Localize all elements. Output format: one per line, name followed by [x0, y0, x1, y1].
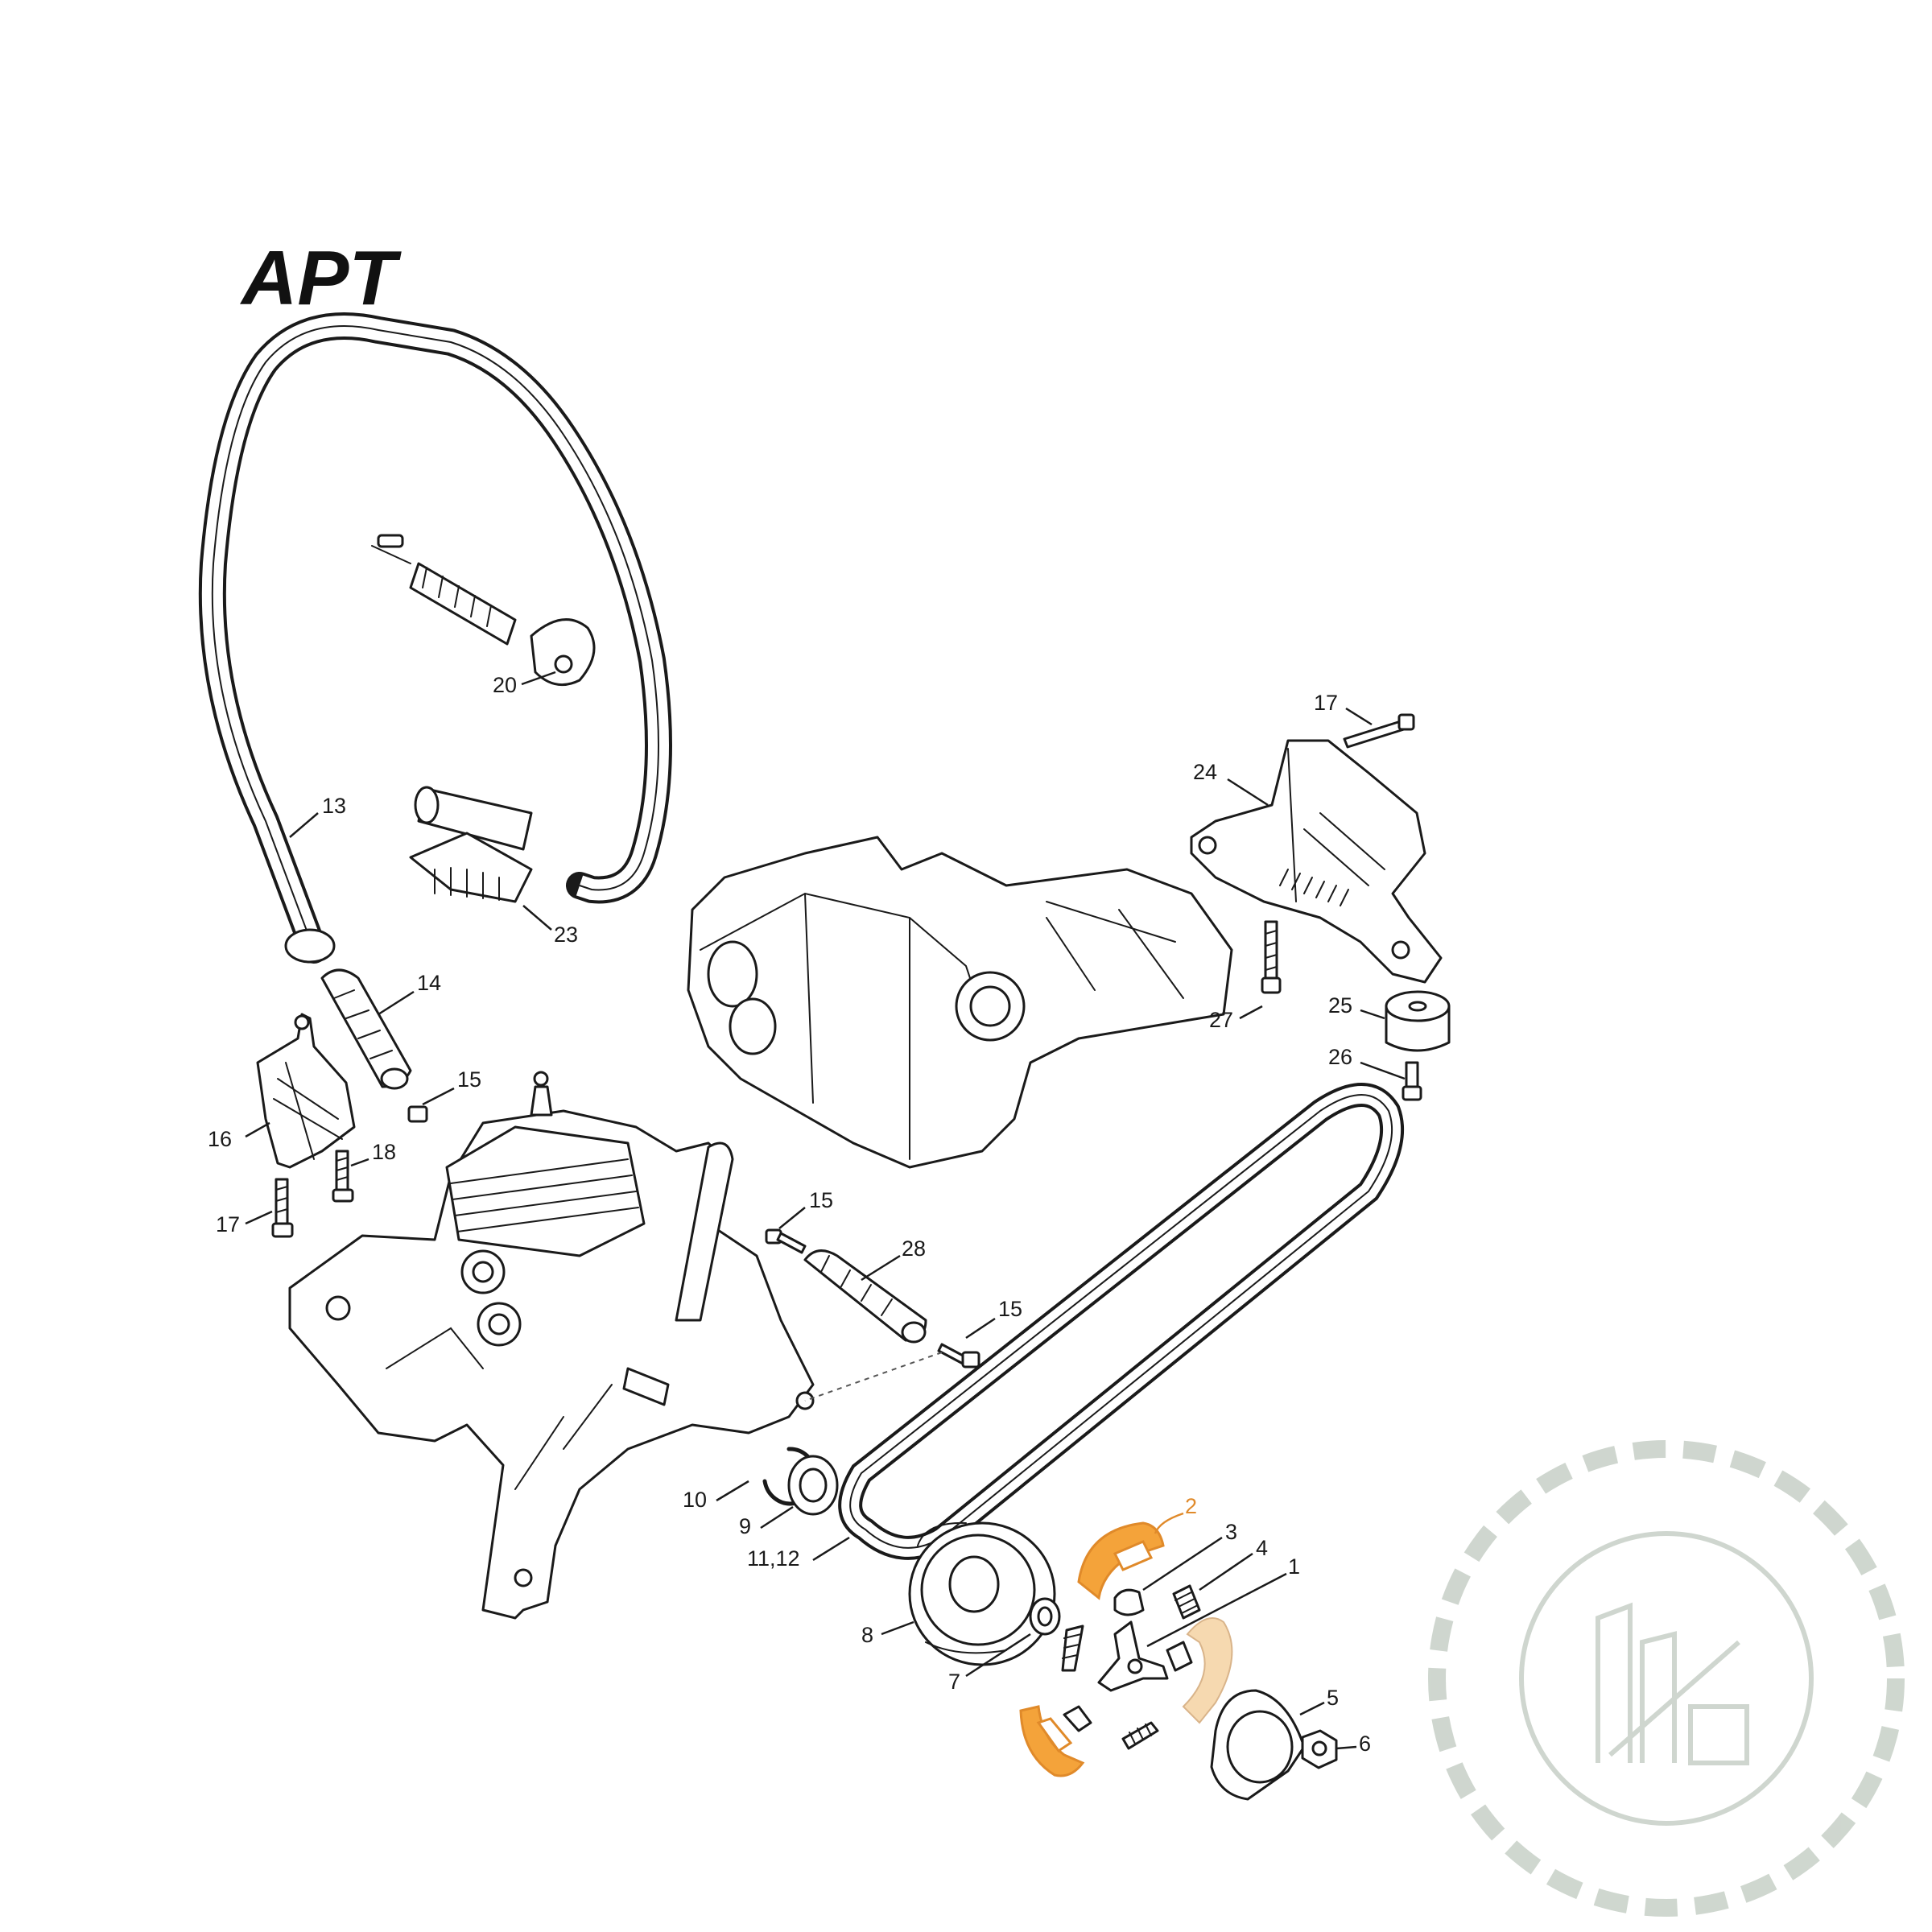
hex-nut-6: 6 — [1301, 1729, 1371, 1769]
gear-logo-icon — [1428, 1440, 1905, 1917]
v-belt — [838, 1083, 1405, 1560]
bearing-support-24: 24 — [1190, 739, 1443, 984]
callout-28: 28 — [902, 1236, 926, 1261]
screw-17-left: 17 — [216, 1178, 294, 1238]
callout-6: 6 — [1359, 1732, 1371, 1756]
clutch-shoe-2-lower — [1019, 1705, 1085, 1777]
annular-buffer-28: 28 — [803, 1236, 927, 1344]
screw-27: 27 — [1209, 920, 1282, 1032]
clutch-shoe-2-upper: 2 — [1077, 1494, 1197, 1600]
tension-spring-4: 4 — [1172, 1536, 1268, 1620]
slider-right — [1166, 1641, 1193, 1672]
callout-27: 27 — [1209, 1008, 1233, 1032]
slider-lower — [1063, 1705, 1092, 1732]
ball-bearing-9: 9 — [739, 1455, 839, 1538]
clutch-drum-pulley-8: 8 — [861, 1521, 1056, 1666]
screw-15-upper: 15 — [407, 1067, 481, 1123]
clutch-shoe-2-right — [1182, 1617, 1233, 1724]
callout-5: 5 — [1327, 1686, 1339, 1710]
needle-cage-7: 7 — [948, 1597, 1061, 1694]
screw-26: 26 — [1328, 1045, 1422, 1101]
callout-9: 9 — [739, 1514, 751, 1538]
callout-15-lower: 15 — [998, 1297, 1022, 1321]
handle-bracket-16: 16 — [208, 1013, 356, 1169]
engine-crankcase-assembly — [288, 1071, 815, 1620]
clutch-carrier-1: 1 — [1097, 1554, 1300, 1692]
callout-15-upper: 15 — [457, 1067, 481, 1092]
callout-20: 20 — [493, 673, 517, 697]
callout-17-right: 17 — [1314, 691, 1338, 715]
callout-24: 24 — [1193, 760, 1217, 784]
upper-housing — [687, 836, 1233, 1169]
callout-15-middle: 15 — [809, 1188, 833, 1212]
callout-13: 13 — [322, 794, 346, 818]
callout-26: 26 — [1328, 1045, 1352, 1069]
screw-17-right: 17 — [1314, 691, 1415, 749]
callout-11-12: 11,12 — [747, 1546, 800, 1571]
screw-15-lower: 15 — [804, 1297, 1022, 1402]
screw-18: 18 — [332, 1140, 396, 1203]
callout-18: 18 — [372, 1140, 396, 1164]
callout-16: 16 — [208, 1127, 232, 1151]
screw-15-middle: 15 — [765, 1188, 833, 1254]
callout-2: 2 — [1185, 1494, 1197, 1518]
handle-bar-13 — [198, 312, 672, 964]
washer-cover-5: 5 — [1210, 1686, 1339, 1801]
bumper-spring-assembly: 20 — [371, 534, 596, 697]
rubber-buffer-25: 25 — [1328, 990, 1451, 1052]
callout-8: 8 — [861, 1623, 873, 1647]
callout-1: 1 — [1288, 1554, 1300, 1579]
tube-and-cover-23: 23 — [409, 786, 578, 947]
callout-10: 10 — [683, 1488, 707, 1512]
callout-4: 4 — [1256, 1536, 1268, 1560]
callout-25: 25 — [1328, 993, 1352, 1018]
callout-3: 3 — [1225, 1520, 1237, 1544]
callout-17-left: 17 — [216, 1212, 240, 1236]
callout-14: 14 — [417, 971, 441, 995]
tension-spring-lower — [1061, 1624, 1084, 1672]
callout-23: 23 — [554, 923, 578, 947]
annular-buffer-14: 14 — [320, 968, 441, 1090]
slider-3: 3 — [1113, 1520, 1237, 1616]
spring-lower-right — [1121, 1721, 1159, 1750]
diagram-title: APT — [240, 235, 402, 321]
callout-7: 7 — [948, 1670, 960, 1694]
